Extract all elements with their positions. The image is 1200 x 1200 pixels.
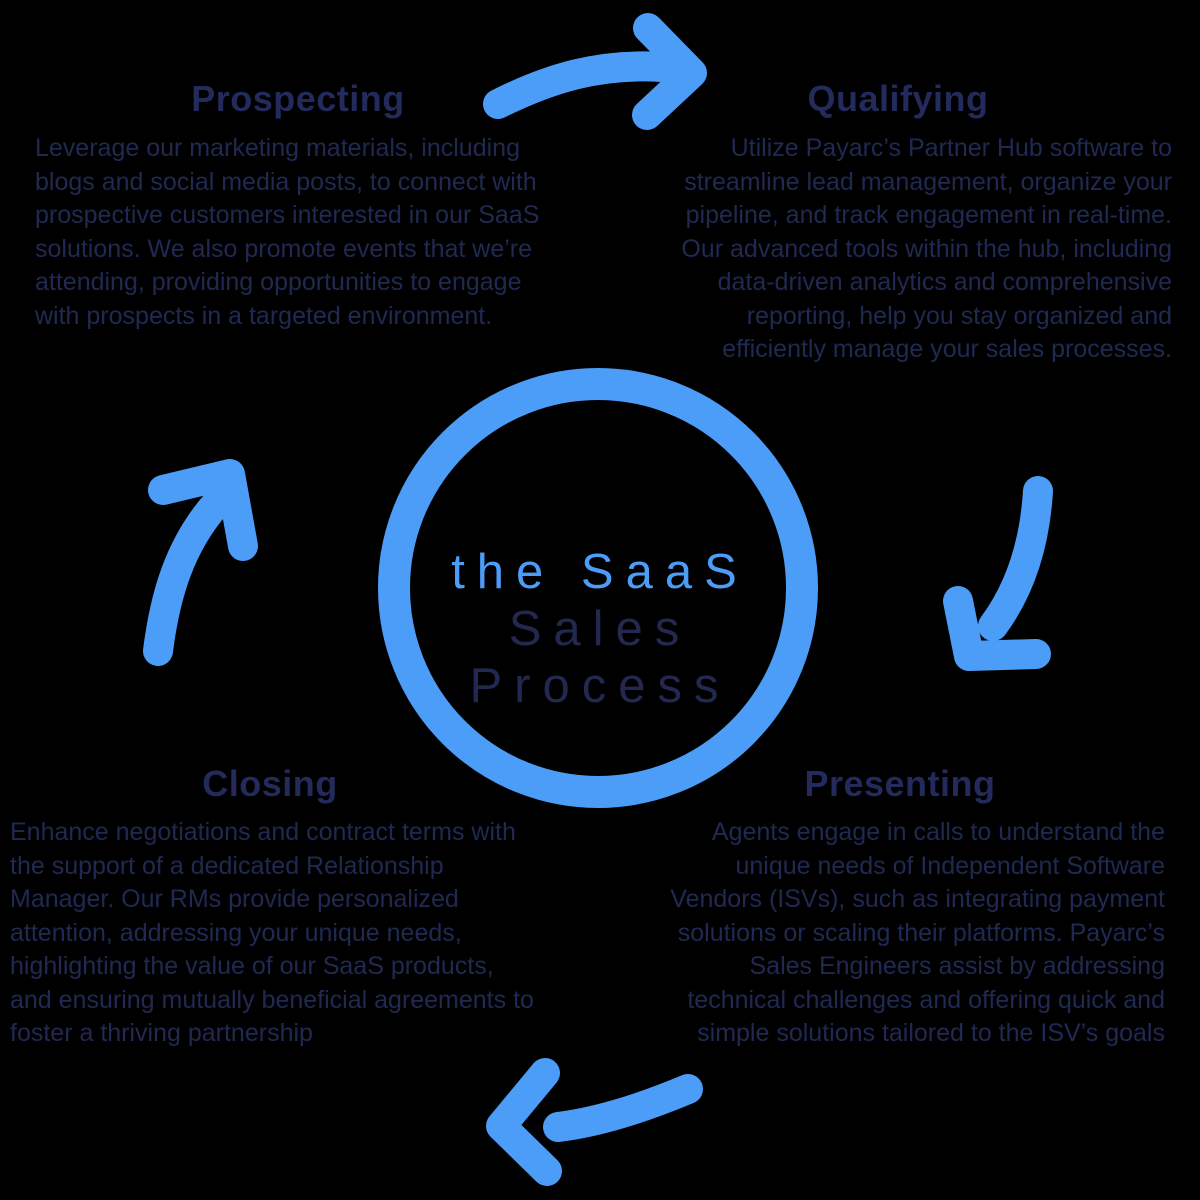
stage-title-prospecting: Prospecting bbox=[191, 78, 405, 119]
center-title: the SaaS Sales Process bbox=[380, 544, 820, 715]
stage-title-qualifying: Qualifying bbox=[807, 78, 989, 119]
stage-description-closing: Enhance negotiations and contract terms … bbox=[10, 818, 534, 1047]
stage-title-closing: Closing bbox=[202, 763, 338, 804]
stage-title-presenting: Presenting bbox=[804, 763, 996, 804]
center-title-line1: the SaaS bbox=[451, 545, 749, 599]
curved-arrow-up-icon bbox=[143, 459, 258, 666]
center-title-line3: Process bbox=[469, 659, 731, 713]
stage-description-qualifying: Utilize Payarc’s Partner Hub software to… bbox=[681, 134, 1172, 363]
center-ring bbox=[378, 368, 818, 808]
stage-description-presenting: Agents engage in calls to understand the… bbox=[670, 818, 1165, 1047]
curved-arrow-right-icon bbox=[483, 13, 707, 130]
curved-arrow-down-icon bbox=[943, 476, 1053, 671]
stage-description-prospecting: Leverage our marketing materials, includ… bbox=[35, 134, 540, 330]
curved-arrow-left-icon bbox=[486, 1058, 703, 1186]
center-title-line2: Sales bbox=[508, 602, 692, 656]
